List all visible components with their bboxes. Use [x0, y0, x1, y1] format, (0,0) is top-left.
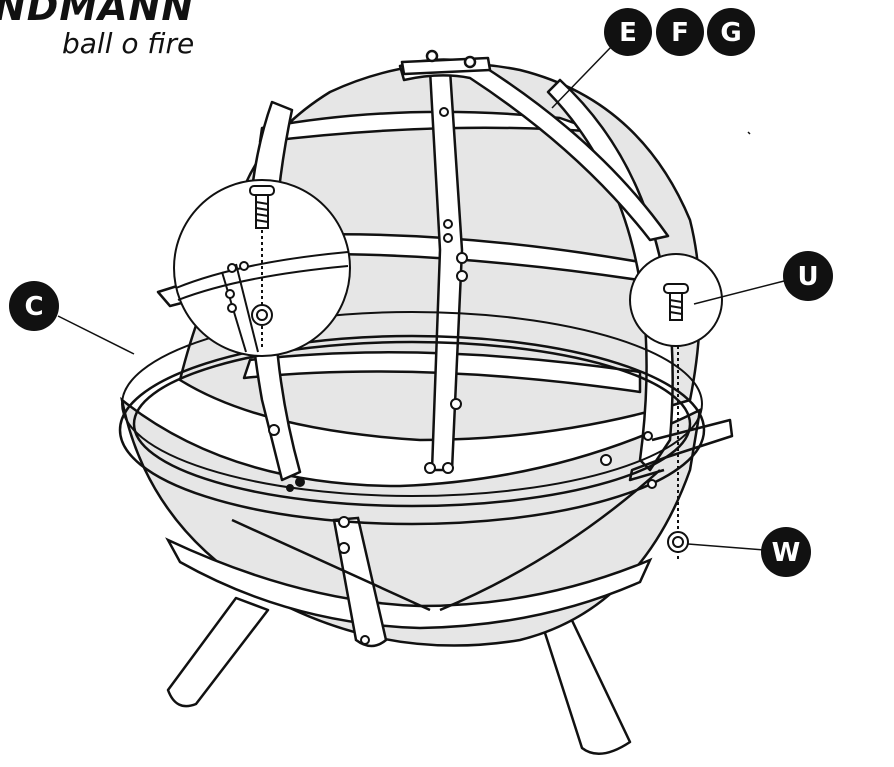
top-plate	[400, 56, 492, 76]
leader-lines	[57, 45, 789, 551]
ring-inner	[132, 340, 692, 508]
leg-right	[534, 603, 632, 755]
bolt	[443, 219, 453, 229]
bolt	[424, 462, 436, 474]
screw-threads	[669, 299, 683, 315]
callout-c: C	[9, 281, 59, 331]
legs	[166, 596, 632, 755]
callout-u-badge	[783, 251, 833, 301]
nut-hole	[256, 309, 268, 321]
product-name: ball o fire	[62, 27, 195, 60]
detail-magnifier-right	[629, 253, 723, 562]
callout-f: F	[656, 8, 704, 56]
callout-c-label: C	[24, 292, 43, 322]
bowl-band-lower	[165, 537, 653, 630]
bolt	[643, 431, 653, 441]
detail-magnifier-left	[173, 179, 351, 357]
bolt	[295, 477, 305, 487]
screw-threads	[255, 201, 269, 223]
bolt	[338, 542, 350, 554]
ring-outer	[118, 334, 706, 526]
callout-g: G	[707, 8, 755, 56]
bolt	[450, 398, 462, 410]
small-bolt	[227, 263, 237, 273]
callout-f-badge	[656, 8, 704, 56]
leg-left	[166, 596, 270, 708]
callout-badges: E F G C U W	[9, 8, 833, 577]
leader-w	[687, 543, 765, 551]
magnifier-strap	[235, 263, 259, 353]
top-bolt-1	[425, 49, 439, 63]
magnifier-ring-line	[177, 265, 349, 301]
callout-u: U	[783, 251, 833, 301]
bolt	[600, 454, 612, 466]
callout-u-label: U	[797, 262, 818, 292]
small-bolt	[239, 261, 249, 271]
handle-right	[628, 418, 734, 482]
callout-e-label: E	[619, 18, 637, 48]
small-bolt	[225, 289, 235, 299]
callout-g-label: G	[720, 18, 741, 48]
callout-e-badge	[604, 8, 652, 56]
callout-g-badge	[707, 8, 755, 56]
magnifier-ring-line	[175, 251, 349, 289]
bolt	[442, 462, 454, 474]
screw-head	[249, 185, 275, 196]
small-bolt	[227, 303, 237, 313]
bolt	[456, 252, 468, 264]
bolt	[286, 484, 294, 492]
bolt	[456, 270, 468, 282]
bolt	[268, 424, 280, 436]
brand-logo-text: NDMANN	[0, 0, 195, 29]
callout-e: E	[604, 8, 652, 56]
callout-f-label: F	[671, 18, 689, 48]
leader-u	[693, 279, 789, 305]
main-ring	[118, 311, 706, 526]
leader-efg	[551, 45, 613, 109]
bowl-strap-left	[231, 518, 431, 612]
bolt	[647, 479, 657, 489]
nut-w-hole	[672, 536, 684, 548]
screw-head	[663, 283, 689, 294]
leader-dot	[747, 131, 751, 135]
callout-w-badge	[761, 527, 811, 577]
bolt	[439, 107, 449, 117]
callout-w: W	[761, 527, 811, 577]
top-bolt-2	[463, 55, 477, 69]
leader-c	[57, 315, 135, 355]
strap-bolts	[268, 107, 657, 645]
ring-rim	[121, 311, 703, 497]
bolt	[360, 635, 370, 645]
bolt	[338, 516, 350, 528]
callout-w-label: W	[772, 538, 801, 568]
bolt	[443, 233, 453, 243]
callout-c-badge	[9, 281, 59, 331]
screw-shank	[255, 194, 269, 229]
